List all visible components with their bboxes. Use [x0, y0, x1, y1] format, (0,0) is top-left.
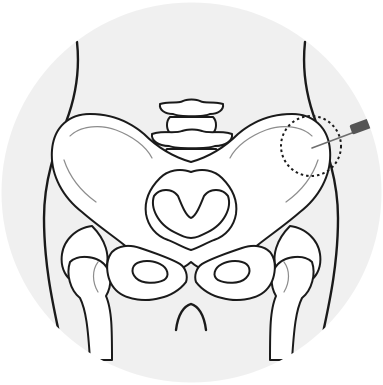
- left-obturator-foramen: [133, 261, 168, 283]
- lumbar-vertebra-upper: [160, 100, 223, 134]
- right-obturator-foramen: [215, 261, 250, 283]
